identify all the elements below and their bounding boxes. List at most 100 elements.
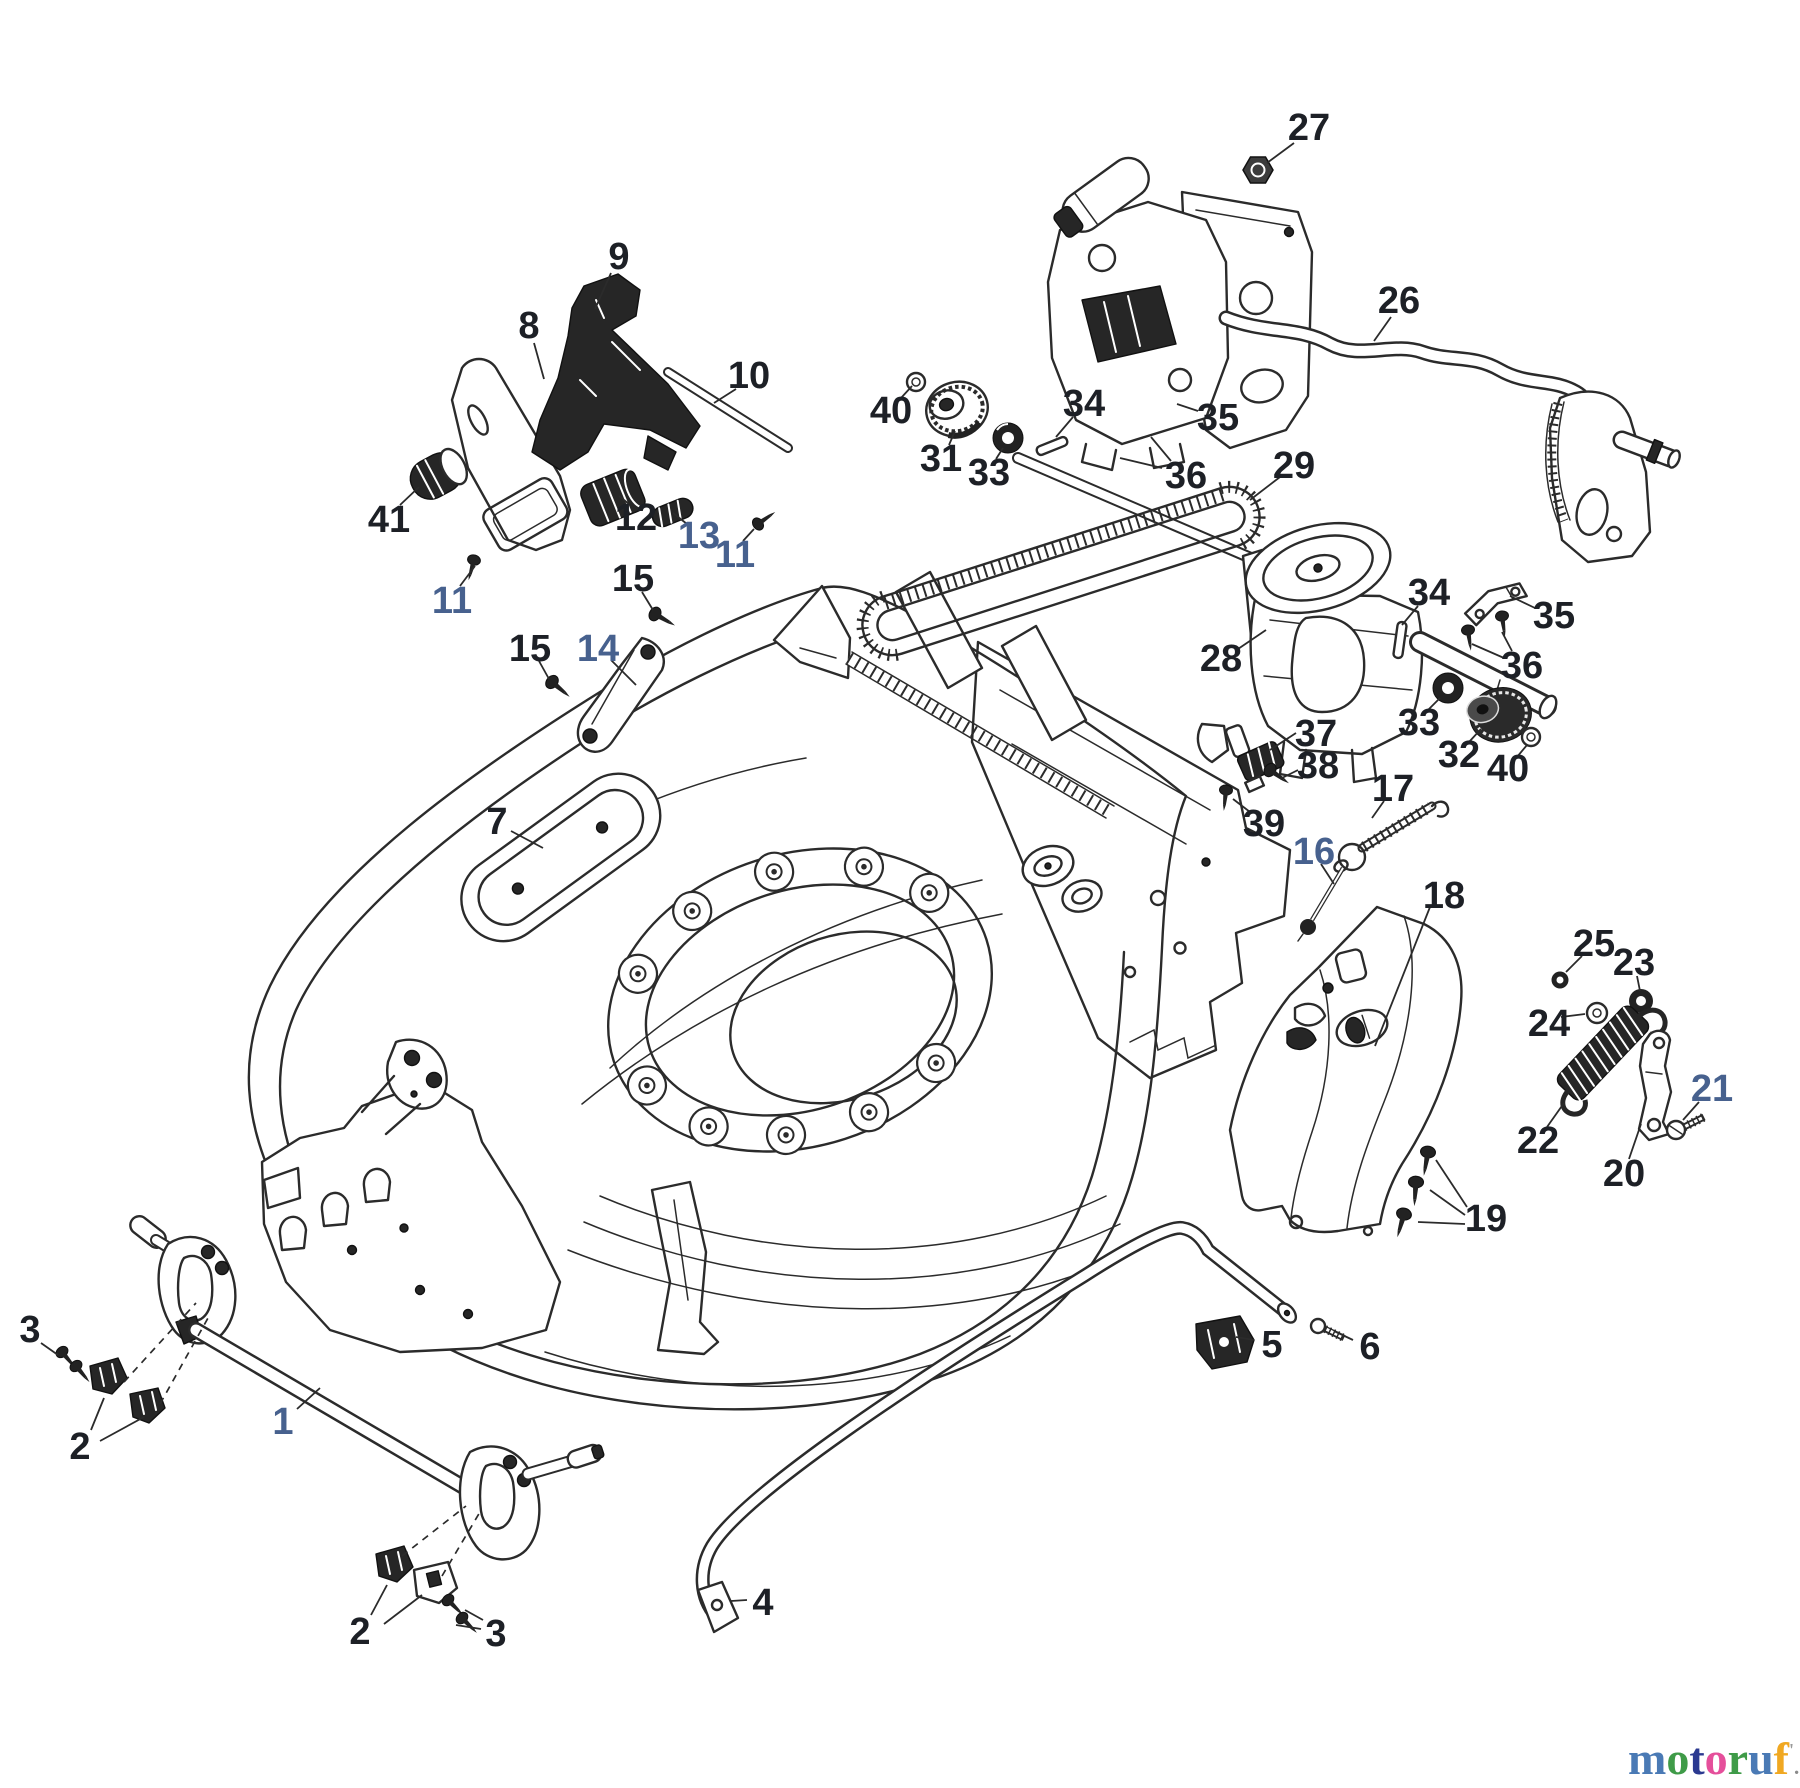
leader-line-14 (610, 659, 637, 686)
clip-part5 (1195, 1315, 1255, 1370)
leader-line-36 (1119, 457, 1163, 469)
clip-part2 (375, 1545, 459, 1605)
leader-line-35 (1509, 595, 1536, 609)
rod26-end-bracket (1545, 390, 1681, 564)
deck-slot (460, 772, 662, 943)
part-label-36: 36 (1165, 455, 1207, 497)
assembly-dash-line (123, 1302, 197, 1383)
leader-line-35 (1176, 403, 1199, 412)
part-label-18: 18 (1423, 875, 1465, 917)
part-label-11: 11 (432, 580, 472, 622)
rod-part10 (663, 367, 793, 453)
part-label-3: 3 (485, 1613, 506, 1655)
washer-part24 (1585, 1001, 1609, 1025)
leader-line-20 (1628, 1123, 1642, 1160)
part-label-40: 40 (1487, 748, 1529, 790)
assembly-dash-lines (123, 1302, 481, 1577)
leader-line-8 (533, 342, 545, 380)
bolt-part21 (1665, 1112, 1707, 1141)
screw-part19 (1389, 1205, 1414, 1240)
gear-part31 (925, 380, 989, 439)
leader-line-4 (730, 1599, 748, 1602)
leader-line-10 (713, 388, 737, 404)
part-label-27: 27 (1288, 107, 1330, 149)
leader-line-2 (99, 1416, 145, 1442)
watermark-letter: o (1666, 1733, 1690, 1784)
leader-line-9 (594, 272, 612, 310)
leader-line-23 (1636, 975, 1641, 992)
watermark-suffix: .de (1794, 1755, 1800, 1779)
leader-line-6 (1333, 1330, 1354, 1341)
part-label-29: 29 (1273, 445, 1315, 487)
watermark-tick: ' (1789, 1740, 1795, 1760)
deck-support-leg (650, 1180, 720, 1356)
leader-lines (40, 142, 1700, 1630)
handle-bracket-assembly (409, 273, 793, 753)
spring-part13 (651, 497, 694, 528)
part-label-38: 38 (1297, 745, 1339, 787)
bolt-part11 (749, 506, 780, 533)
leader-line-19 (1417, 1221, 1466, 1225)
part-label-39: 39 (1243, 803, 1285, 845)
leader-line-3 (455, 1624, 482, 1630)
part-label-15: 15 (612, 558, 654, 600)
part-label-4: 4 (752, 1582, 773, 1624)
pulley (1244, 521, 1392, 615)
leader-line-34 (1055, 416, 1074, 438)
part-label-36: 36 (1501, 645, 1543, 687)
leader-line-15 (641, 591, 654, 611)
leader-line-15 (538, 660, 550, 680)
leader-line-19 (1435, 1159, 1468, 1208)
drive-unit-assembly (1046, 156, 1681, 564)
part-label-6: 6 (1359, 1326, 1380, 1368)
watermark-letter: u (1748, 1733, 1774, 1784)
leader-line-3 (464, 1609, 484, 1621)
bracket-part14 (576, 636, 665, 753)
pin-part34 (1392, 620, 1408, 660)
leader-line-26 (1373, 316, 1392, 342)
watermark-letter: t (1689, 1733, 1705, 1784)
knob-part12 (580, 468, 649, 527)
leader-line-36 (1150, 436, 1172, 462)
watermark-letter: r (1727, 1733, 1749, 1784)
part-label-20: 20 (1603, 1153, 1645, 1195)
leader-line-22 (1546, 1102, 1565, 1128)
leader-line-18 (1374, 906, 1431, 1047)
watermark-letter: o (1704, 1733, 1728, 1784)
leader-line-21 (1682, 1101, 1700, 1121)
leader-line-1 (296, 1387, 321, 1410)
screw-part19 (1406, 1175, 1425, 1208)
part-label-32: 32 (1438, 734, 1480, 776)
leader-line-32 (1468, 728, 1482, 743)
screw-part39 (1216, 783, 1234, 813)
leader-line-28 (1237, 629, 1267, 650)
part-label-9: 9 (608, 236, 629, 278)
part-label-2: 2 (349, 1611, 370, 1653)
part-label-23: 23 (1613, 942, 1655, 984)
leader-line-5 (1235, 1336, 1255, 1341)
part-label-26: 26 (1378, 280, 1420, 322)
part-label-25: 25 (1573, 923, 1615, 965)
cable-assembly (1297, 800, 1450, 942)
leader-line-36 (1471, 643, 1505, 659)
part-label-17: 17 (1372, 768, 1414, 810)
deck-front-bracket (260, 1038, 562, 1354)
part-label-35: 35 (1197, 397, 1239, 439)
screw-part3 (453, 1609, 482, 1638)
part-label-5: 5 (1261, 1324, 1282, 1366)
part-label-21: 21 (1691, 1068, 1733, 1110)
part-label-40: 40 (870, 390, 912, 432)
part-label-2: 2 (69, 1426, 90, 1468)
tensioner-group (1389, 971, 1707, 1240)
part-label-41: 41 (368, 499, 410, 541)
pin-part34 (1035, 435, 1069, 457)
deck-hub-ring (607, 841, 993, 1160)
screw-part36 (1460, 623, 1478, 653)
leader-line-31 (948, 430, 956, 446)
bracket-part9 (531, 273, 701, 471)
part-label-8: 8 (518, 305, 539, 347)
leader-line-3 (40, 1342, 59, 1356)
part-label-13: 13 (678, 515, 720, 557)
part-label-12: 12 (615, 497, 657, 539)
